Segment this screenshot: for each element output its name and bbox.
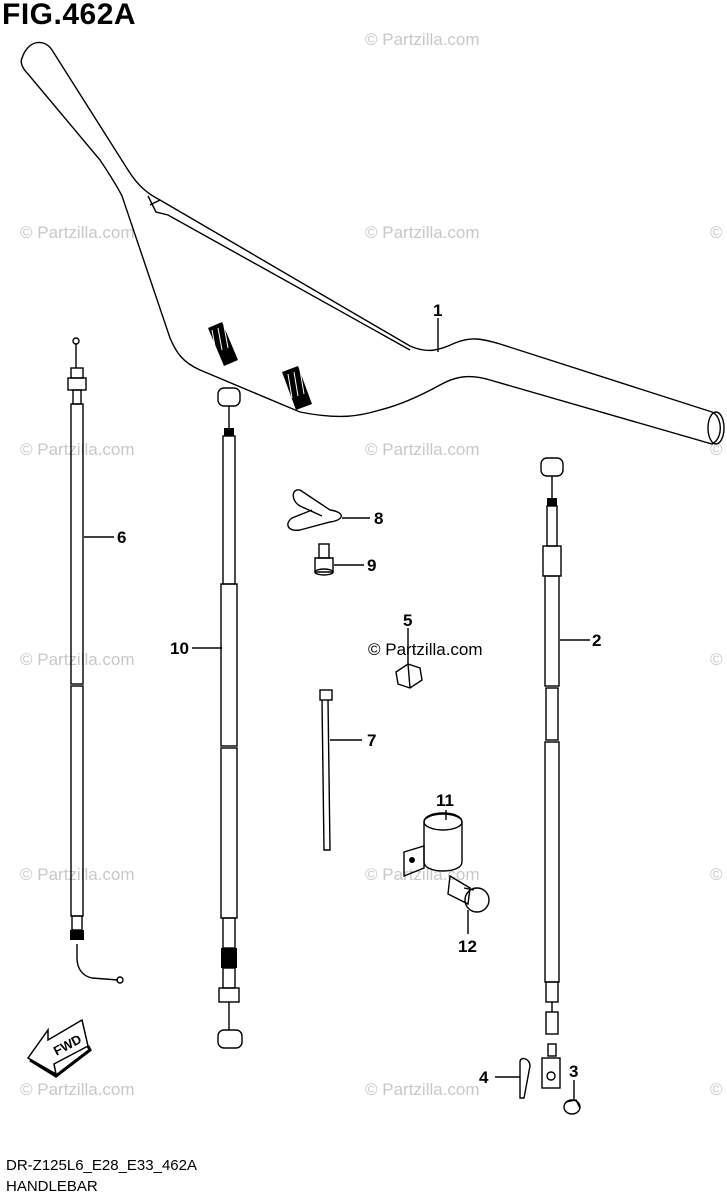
watermark: © Partzilla.com bbox=[365, 30, 480, 49]
figure-title: FIG.462A bbox=[2, 0, 137, 31]
watermark: © Partzilla.com bbox=[20, 650, 135, 669]
figure-code: DR-Z125L6_E28_E33_462A bbox=[6, 1157, 197, 1174]
fwd-arrow: FWD bbox=[26, 1018, 92, 1078]
handlebar bbox=[20, 41, 725, 445]
bolt-bracket bbox=[447, 874, 490, 913]
cable-left bbox=[67, 337, 124, 984]
watermark: © Partzilla.com bbox=[20, 223, 135, 242]
callout-6: 6 bbox=[117, 528, 126, 547]
cable-right bbox=[540, 457, 564, 1089]
clamp-bracket bbox=[403, 812, 463, 878]
watermark: © Partzilla.com bbox=[365, 1080, 480, 1099]
watermark: © Partzilla.com bbox=[20, 1080, 135, 1099]
watermark: © Partzilla.com bbox=[710, 223, 727, 242]
callout-4: 4 bbox=[479, 1068, 489, 1087]
watermark: © Partzilla.com bbox=[365, 223, 480, 242]
watermark: © Partzilla.com bbox=[710, 650, 727, 669]
callout-2: 2 bbox=[592, 631, 601, 650]
leader-lines bbox=[84, 318, 590, 1100]
watermark-dark: © Partzilla.com bbox=[368, 640, 483, 659]
callout-3: 3 bbox=[569, 1062, 578, 1081]
cable-center bbox=[217, 387, 243, 1049]
watermark: © Partzilla.com bbox=[710, 865, 727, 884]
watermark: © Partzilla.com bbox=[365, 865, 480, 884]
callout-9: 9 bbox=[367, 556, 376, 575]
clamp-wire bbox=[287, 489, 342, 532]
watermark: © Partzilla.com bbox=[710, 1080, 727, 1099]
callout-10: 10 bbox=[170, 639, 189, 658]
callout-5: 5 bbox=[403, 611, 412, 630]
bolt-small bbox=[314, 543, 334, 576]
callout-8: 8 bbox=[374, 509, 383, 528]
watermark: © Partzilla.com bbox=[710, 440, 727, 459]
cotter-pin bbox=[519, 1057, 531, 1099]
figure-name: HANDLEBAR bbox=[6, 1178, 98, 1195]
callouts: 1 2 3 4 5 6 7 8 9 10 11 12 bbox=[117, 301, 601, 1087]
callout-11: 11 bbox=[436, 791, 454, 810]
callout-1: 1 bbox=[433, 301, 442, 320]
watermark: © Partzilla.com bbox=[365, 440, 480, 459]
callout-7: 7 bbox=[367, 731, 376, 750]
cable-tie bbox=[319, 689, 333, 851]
pin-small bbox=[563, 1099, 581, 1115]
clip-small bbox=[395, 663, 423, 689]
callout-12: 12 bbox=[458, 937, 477, 956]
watermark: © Partzilla.com bbox=[20, 440, 135, 459]
watermark: © Partzilla.com bbox=[20, 865, 135, 884]
